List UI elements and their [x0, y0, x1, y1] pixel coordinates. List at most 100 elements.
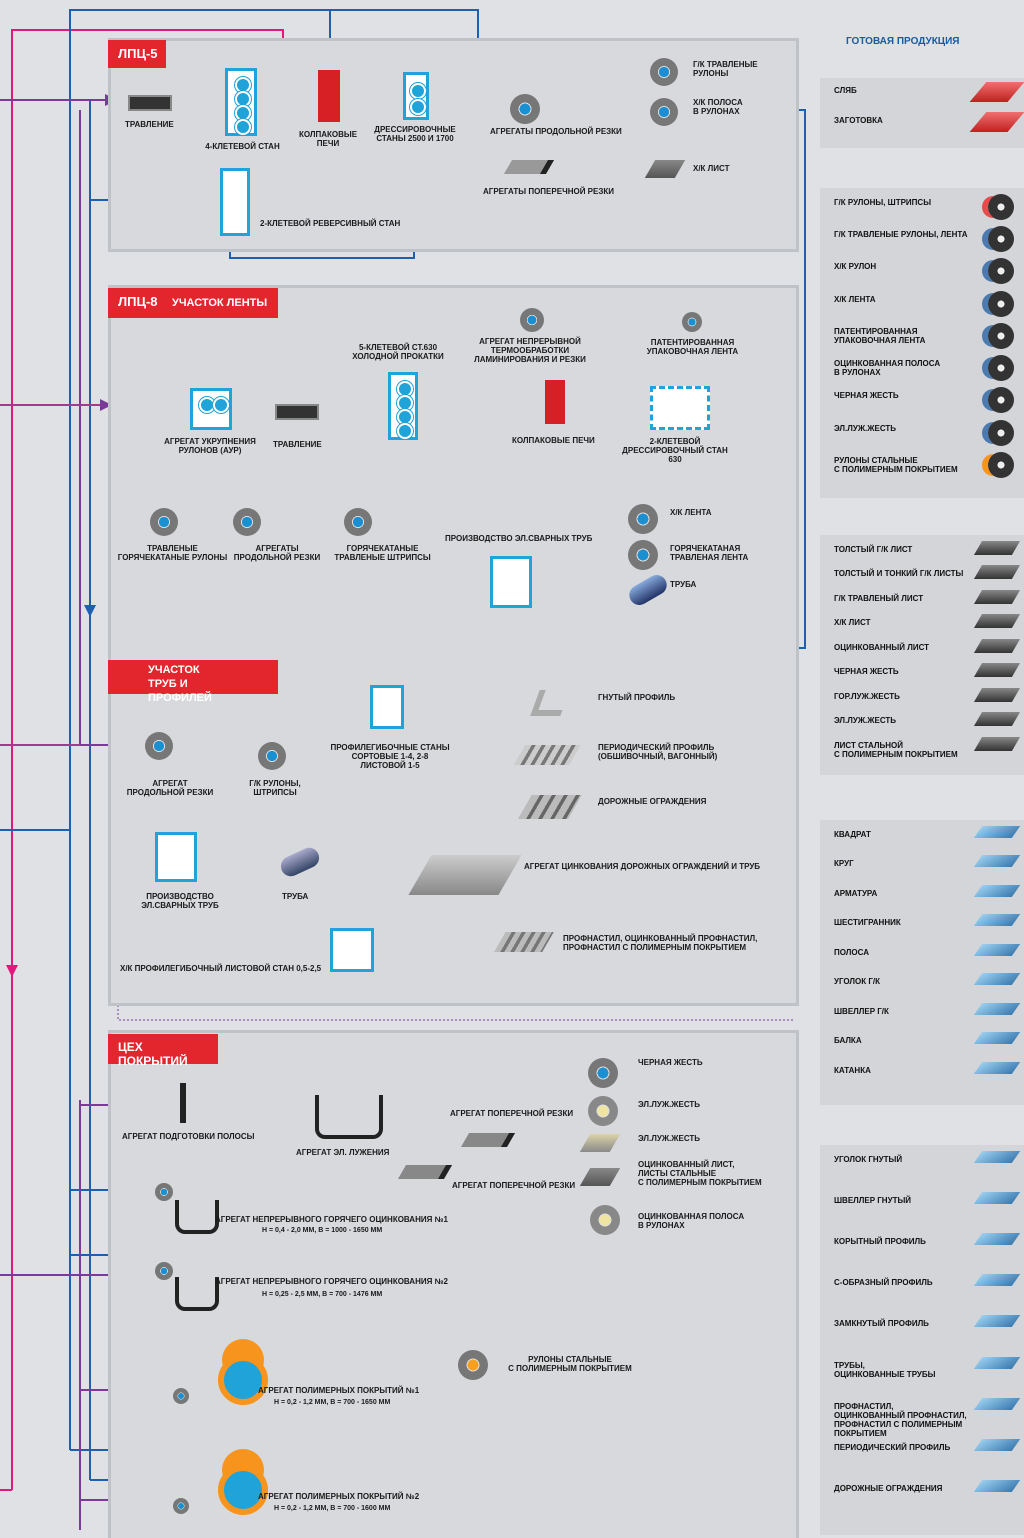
lpc8-pickling-label: ТРАВЛЕНИЕ	[273, 440, 322, 449]
poly1-coil	[173, 1388, 189, 1404]
galv2-coil	[155, 1262, 173, 1280]
product-icon	[973, 855, 1021, 868]
tubes-slit-coil	[145, 732, 173, 760]
product-icon	[988, 355, 1014, 382]
product-icon	[973, 1061, 1021, 1074]
product-item: ЧЕРНАЯ ЖЕСТЬ	[834, 391, 899, 401]
product-item: ОЦИНКОВАННЫЙ ЛИСТ	[834, 642, 930, 652]
lpc5-out2: Х/К ПОЛОСА В РУЛОНАХ	[693, 98, 743, 116]
product-item: Х/К ЛЕНТА	[834, 294, 876, 304]
product-item: ДОРОЖНЫЕ ОГРАЖДЕНИЯ	[834, 1483, 943, 1493]
slitting-icon	[510, 94, 540, 124]
cross-cut-icon	[503, 160, 555, 174]
product-item: ПРОФНАСТИЛ, ОЦИНКОВАННЫЙ ПРОФНАСТИЛ, ПРО…	[834, 1401, 967, 1438]
galv1-coil	[155, 1183, 173, 1201]
p1-sub: h = 0,2 - 1,2 мм, b = 700 - 1650 мм	[274, 1399, 391, 1406]
product-item: ЗАГОТОВКА	[834, 116, 883, 125]
product-icon	[973, 1233, 1021, 1246]
pickling-bath-icon	[128, 95, 172, 111]
pipes-icon	[490, 556, 532, 608]
product-item: КОРЫТНЫЙ ПРОФИЛЬ	[834, 1237, 926, 1247]
ck-label: Х/К ПРОФИЛЕГИБОЧНЫЙ ЛИСТОВОЙ СТАН 0,5-2,…	[120, 964, 322, 973]
product-icon	[973, 1274, 1021, 1287]
product-icon	[973, 663, 1021, 678]
lpc8-furnace-icon	[545, 380, 565, 424]
pipes-label: ПРОИЗВОДСТВО ЭЛ.СВАРНЫХ ТРУБ	[445, 534, 593, 543]
road-label: ДОРОЖНЫЕ ОГРАЖДЕНИЯ	[598, 797, 707, 806]
product-item: ПАТЕНТИРОВАННАЯ УПАКОВОЧНАЯ ЛЕНТА	[834, 326, 926, 345]
reversing-label: 2-КЛЕТЕВОЙ РЕВЕРСИВНЫЙ СТАН	[260, 219, 401, 228]
products-header: ГОТОВАЯ ПРОДУКЦИЯ	[846, 36, 960, 47]
out1-label: Х/К ЛЕНТА	[670, 508, 712, 517]
galv2-icon	[175, 1277, 219, 1311]
product-icon	[973, 1002, 1021, 1015]
product-icon	[988, 387, 1014, 414]
profile-mill-icon	[370, 685, 404, 729]
product-item: ЭЛ.ЛУЖ.ЖЕСТЬ	[834, 423, 897, 433]
product-icon	[988, 451, 1014, 478]
tubes-tag: УЧАСТОК ТРУБ И ПРОФИЛЕЙ	[108, 660, 278, 704]
product-icon	[973, 884, 1021, 897]
product-item: ШВЕЛЛЕР Г/К	[834, 1006, 889, 1016]
poly2-icon	[218, 1465, 268, 1515]
product-icon	[973, 638, 1021, 653]
product-item: ТОЛСТЫЙ Г/К ЛИСТ	[834, 545, 913, 554]
g2-label: АГРЕГАТ НЕПРЕРЫВНОГО ГОРЯЧЕГО ОЦИНКОВАНИ…	[215, 1277, 448, 1286]
poly2-coil	[173, 1498, 189, 1514]
product-icon	[988, 226, 1014, 253]
lpc5-out1-coil	[650, 58, 678, 86]
strips-label: ГОРЯЧЕКАТАНЫЕ ТРАВЛЕНЫЕ ШТРИПСЫ	[334, 544, 431, 562]
product-item: КВАДРАТ	[834, 830, 871, 839]
product-icon	[988, 290, 1014, 317]
product-item: ЛИСТ СТАЛЬНОЙ С ПОЛИМЕРНЫМ ПОКРЫТИЕМ	[834, 740, 958, 759]
p2-sub: h = 0,2 - 1,2 мм, b = 700 - 1600 мм	[274, 1505, 391, 1512]
hrp-label: ТРАВЛЕНЫЕ ГОРЯЧЕКАТАНЫЕ РУЛОНЫ	[117, 544, 228, 562]
product-icon	[973, 1032, 1021, 1045]
product-item: ПЕРИОДИЧЕСКИЙ ПРОФИЛЬ	[834, 1442, 951, 1452]
hrp-coil	[150, 508, 178, 536]
product-item: ШЕСТИГРАННИК	[834, 918, 901, 928]
product-item: Г/К РУЛОНЫ, ШТРИПСЫ	[834, 198, 932, 207]
patent-label: ПАТЕНТИРОВАННАЯ УПАКОВОЧНАЯ ЛЕНТА	[646, 338, 739, 356]
periodic-icon	[514, 745, 581, 765]
product-icon	[969, 112, 1024, 132]
cross1-label: АГРЕГАТ ПОПЕРЕЧНОЙ РЕЗКИ	[450, 1109, 574, 1118]
product-item: УГОЛОК ГНУТЫЙ	[834, 1155, 903, 1164]
slit-label: АГРЕГАТЫ ПРОДОЛЬНОЙ РЕЗКИ	[233, 544, 321, 562]
cross2-icon	[397, 1165, 453, 1179]
thermo-icon	[520, 308, 544, 332]
o3-label: ЭЛ.ЛУЖ.ЖЕСТЬ	[638, 1134, 701, 1143]
product-item: ШВЕЛЛЕР ГНУТЫЙ	[834, 1196, 912, 1206]
tubes-slit-label: АГРЕГАТ ПРОДОЛЬНОЙ РЕЗКИ	[126, 779, 214, 797]
lpc8-tag-1: ЛПЦ-8	[118, 294, 158, 309]
patent-coil	[682, 312, 702, 332]
cross2-label: АГРЕГАТ ПОПЕРЕЧНОЙ РЕЗКИ	[452, 1181, 576, 1190]
product-icon	[973, 1397, 1021, 1410]
product-icon	[973, 712, 1021, 727]
product-icon	[973, 826, 1021, 838]
product-icon	[973, 565, 1021, 580]
o6-coil	[458, 1350, 488, 1380]
lpc5-out3: Х/К ЛИСТ	[693, 164, 730, 173]
temper-icon	[403, 72, 429, 120]
product-icon	[988, 258, 1014, 285]
out2-coil	[628, 540, 658, 570]
cross-label: АГРЕГАТЫ ПОПЕРЕЧНОЙ РЕЗКИ	[483, 187, 614, 196]
tin-icon	[315, 1095, 383, 1139]
slit-coil	[233, 508, 261, 536]
product-item: КАТАНКА	[834, 1065, 871, 1075]
g1-sub: h = 0,4 - 2,0 мм, b = 1000 - 1650 мм	[262, 1227, 383, 1234]
product-item: Г/К ТРАВЛЕНЫЕ РУЛОНЫ, ЛЕНТА	[834, 230, 968, 240]
profnastil-label: ПРОФНАСТИЛ, ОЦИНКОВАННЫЙ ПРОФНАСТИЛ, ПРО…	[563, 934, 758, 952]
lpc5-pickling-label: ТРАВЛЕНИЕ	[125, 120, 174, 129]
lpc5-out2-coil	[650, 98, 678, 126]
product-item: ОЦИНКОВАННАЯ ПОЛОСА В РУЛОНАХ	[834, 359, 941, 378]
mill5-icon	[388, 372, 418, 440]
product-item: ЗАМКНУТЫЙ ПРОФИЛЬ	[834, 1319, 929, 1329]
product-icon	[973, 687, 1021, 702]
coat-panel	[108, 1030, 799, 1538]
p1-label: АГРЕГАТ ПОЛИМЕРНЫХ ПОКРЫТИЙ №1	[258, 1386, 420, 1395]
product-icon	[973, 541, 1021, 555]
